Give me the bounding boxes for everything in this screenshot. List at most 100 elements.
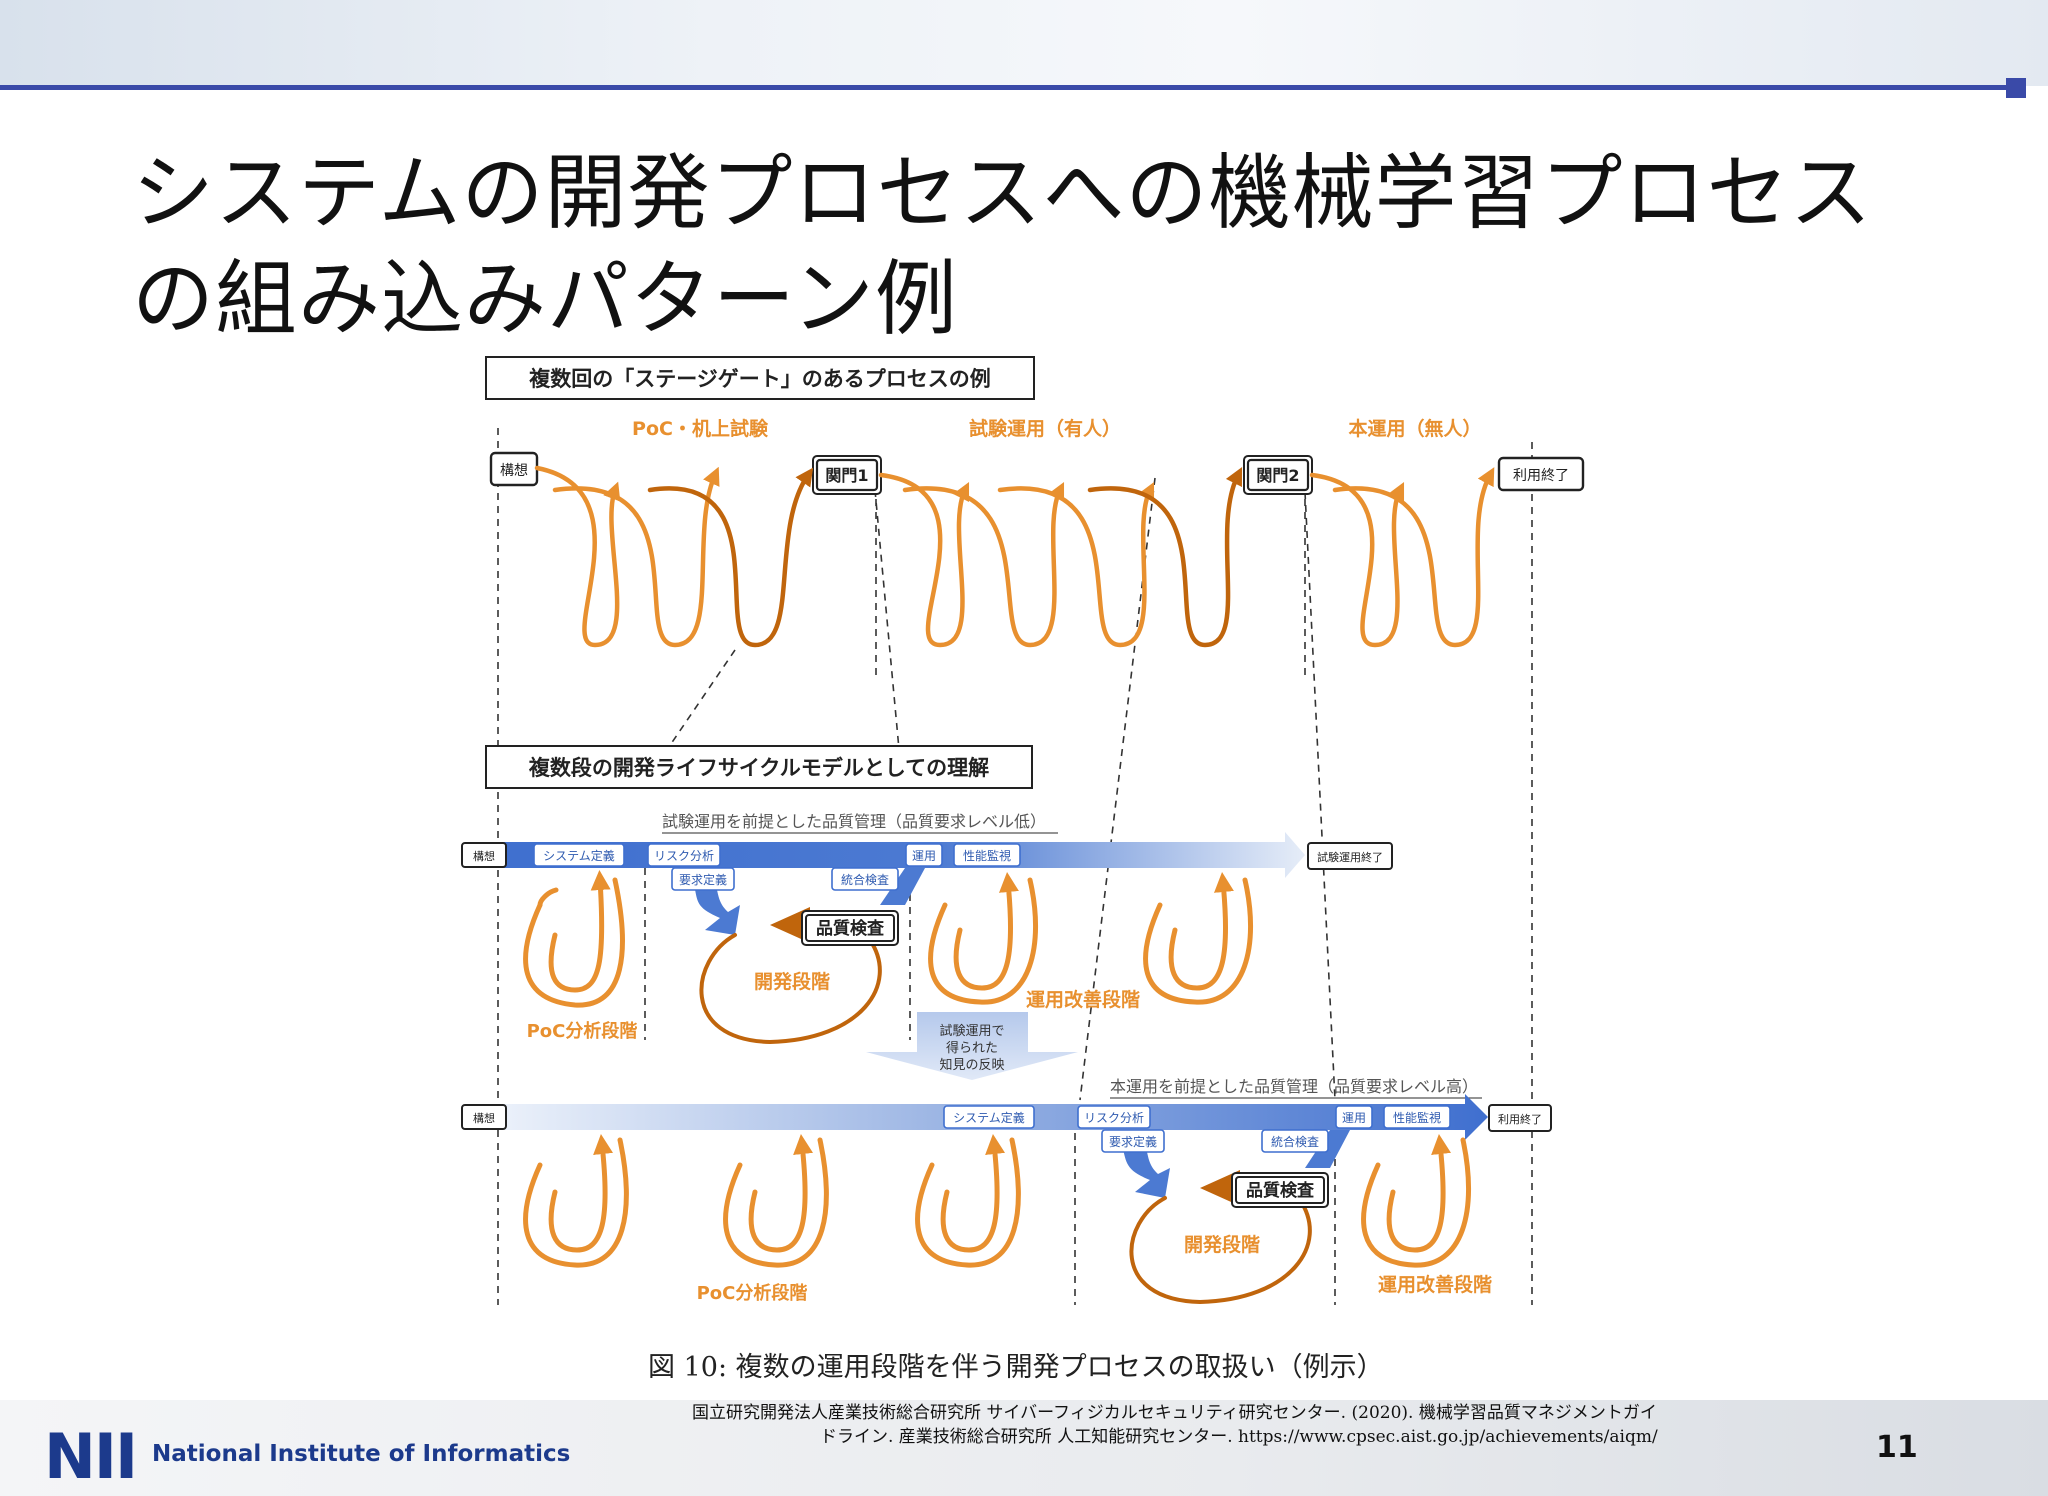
lane2-poc-loop-c-inner <box>940 1134 1006 1253</box>
header-square-marker <box>2006 78 2026 98</box>
guide-diag-2 <box>874 489 901 761</box>
lane1-rise <box>880 868 925 905</box>
lane2-title: 本運用を前提とした品質管理（品質要求レベル高） <box>1110 1077 1478 1096</box>
slide-title-line-2: の組み込みパターン例 <box>132 252 958 347</box>
lane2-requirement-def-label: 要求定義 <box>1109 1134 1157 1149</box>
lane1-ops-loop-b-inner <box>1168 872 1234 991</box>
lane1-integration-test-label: 統合検査 <box>841 872 889 887</box>
phase-label-poc: PoC・机上試験 <box>632 417 769 440</box>
lane2-poc-loop-a-outer <box>523 1137 629 1268</box>
lane1-performance-monitor: 性能監視 <box>953 843 1021 867</box>
slide-title-line-1: システムの開発プロセスへの機械学習プロセス <box>132 146 1873 241</box>
lane1-poc-loop-inner <box>548 870 611 993</box>
lane2-operation-label: 運用 <box>1342 1111 1366 1125</box>
lane1-ops-loop-a-inner <box>953 872 1019 991</box>
lane1-operation-label: 運用 <box>912 849 936 863</box>
lane2-quality-inspection-label: 品質検査 <box>1246 1180 1315 1201</box>
lane1-system-def: システム定義 <box>533 843 625 867</box>
loop-trial-3 <box>997 481 1155 648</box>
top-end-label: 利用終了 <box>1513 468 1569 484</box>
lane2-start-node: 構想 <box>461 1104 507 1130</box>
page-number: 11 <box>1876 1430 1918 1465</box>
lane2-dev-arrow <box>1200 1170 1240 1206</box>
lane2-quality-inspection: 品質検査 <box>1231 1172 1329 1208</box>
lane1-end-node: 試験運用終了 <box>1307 842 1393 870</box>
lane1-integration-test: 統合検査 <box>831 867 899 891</box>
feedback-line-3: 知見の反映 <box>939 1057 1004 1073</box>
lane2-system-def-label: システム定義 <box>953 1110 1025 1125</box>
feedback-line-1: 試験運用で <box>939 1023 1004 1039</box>
header-rule <box>0 85 2018 90</box>
lane1-risk-analysis-label: リスク分析 <box>654 849 714 863</box>
phase-label-trial: 試験運用（有人） <box>969 417 1121 440</box>
bottom-heading: 複数段の開発ライフサイクルモデルとしての理解 <box>528 756 989 780</box>
loop-trial-4 <box>1087 466 1243 648</box>
lane2-poc-loop-b-outer <box>723 1137 829 1268</box>
loop-poc-2 <box>552 466 720 648</box>
gate2-label: 関門2 <box>1256 466 1299 485</box>
lane1-risk-analysis: リスク分析 <box>647 843 721 867</box>
loop-prod-2 <box>1332 467 1495 648</box>
figure-caption: 図 10: 複数の運用段階を伴う開発プロセスの取扱い（例示） <box>648 1352 1384 1383</box>
lane2-ops-loop-inner <box>1386 1134 1452 1253</box>
gate1-node: 関門1 <box>812 455 882 495</box>
nii-logo: NII <box>44 1420 138 1493</box>
lane1-poc-loop-tail <box>537 887 559 908</box>
lane2-requirement-def: 要求定義 <box>1101 1129 1165 1153</box>
lane1-start-node: 構想 <box>461 842 507 868</box>
guide-diag-4 <box>1304 491 1336 1101</box>
lane2-risk-analysis: リスク分析 <box>1077 1105 1151 1129</box>
top-loops <box>534 465 1495 648</box>
lane1-poc-stage: PoC分析段階 <box>527 1020 638 1042</box>
lane2-start-label: 構想 <box>473 1111 495 1125</box>
loop-poc-1 <box>534 465 621 648</box>
lane2-poc-loop-a-inner <box>548 1134 614 1253</box>
lane1-end-label: 試験運用終了 <box>1317 850 1383 864</box>
lane1-performance-monitor-label: 性能監視 <box>963 848 1011 863</box>
footer-background <box>0 1400 2048 1496</box>
lane2-operation: 運用 <box>1335 1105 1373 1129</box>
lane2-poc-loop-c-outer <box>915 1137 1021 1268</box>
lane2-integration-test-label: 統合検査 <box>1271 1134 1319 1149</box>
lane1-title: 試験運用を前提とした品質管理（品質要求レベル低） <box>662 812 1046 831</box>
citation-line-2: ドライン. 産業技術総合研究所 人工知能研究センター. https://www.… <box>820 1427 1658 1447</box>
feedback-arrow: 試験運用で 得られた 知見の反映 <box>866 1012 1078 1080</box>
lane2-end-label: 利用終了 <box>1498 1112 1542 1126</box>
lane1-operation: 運用 <box>905 843 943 867</box>
lane1-quality-inspection: 品質検査 <box>801 910 899 946</box>
process-diagram: 複数回の「ステージゲート」のあるプロセスの例 PoC・机上試験 試験運用（有人）… <box>461 356 1585 1305</box>
lane1-quality-inspection-label: 品質検査 <box>816 918 885 939</box>
lane1-ops-stage: 運用改善段階 <box>1026 988 1140 1011</box>
lane1-system-def-label: システム定義 <box>543 848 615 863</box>
lane2-system-def: システム定義 <box>943 1105 1035 1129</box>
lane1-ops-loop-b-outer <box>1143 877 1253 1005</box>
loop-trial-2 <box>902 481 1065 648</box>
lane2-poc-loop-b-inner <box>748 1134 814 1253</box>
top-start-node: 構想 <box>489 451 539 487</box>
lane1-requirement-def: 要求定義 <box>671 867 735 891</box>
lane2-integration-test: 統合検査 <box>1261 1129 1329 1153</box>
lane1-dev-stage: 開発段階 <box>754 970 830 993</box>
lane1-loops <box>523 870 1253 1045</box>
lane2-ops-stage: 運用改善段階 <box>1378 1273 1492 1296</box>
top-heading: 複数回の「ステージゲート」のあるプロセスの例 <box>528 367 991 391</box>
lane2-performance-monitor: 性能監視 <box>1383 1105 1451 1129</box>
loop-prod-1 <box>1309 472 1405 648</box>
institute-name: National Institute of Informatics <box>152 1441 571 1467</box>
guide-diag-1 <box>659 649 736 761</box>
lane2-end-node: 利用終了 <box>1488 1104 1552 1132</box>
feedback-line-2: 得られた <box>946 1040 998 1056</box>
bottom-heading-box <box>485 745 1033 789</box>
loop-trial-1 <box>878 472 970 648</box>
lane2-ops-loop-outer <box>1361 1137 1471 1268</box>
phase-label-prod: 本運用（無人） <box>1348 417 1481 440</box>
lane1-start-label: 構想 <box>473 849 495 863</box>
lane1-dev-arrow <box>770 907 810 943</box>
lane1-requirement-def-label: 要求定義 <box>679 872 727 887</box>
citation-line-1: 国立研究開発法人産業技術総合研究所 サイバーフィジカルセキュリティ研究センター.… <box>692 1403 1657 1423</box>
header-background <box>0 0 2048 86</box>
gate1-label: 関門1 <box>825 466 868 485</box>
top-heading-box <box>485 356 1035 400</box>
lane1-ops-loop-a-outer <box>928 877 1038 1005</box>
loop-poc-3 <box>647 467 814 648</box>
